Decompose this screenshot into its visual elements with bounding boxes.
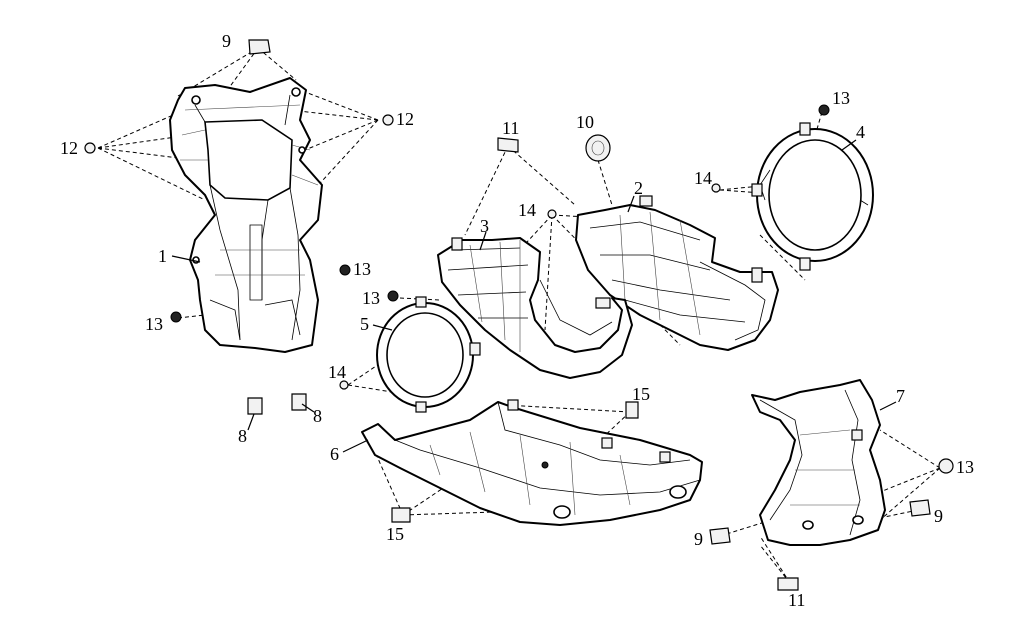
part-7-side-bracket [751,379,886,546]
callout-12-left: 12 [60,138,78,158]
callout-13-frame: 13 [353,259,371,279]
part-3-center-cover [437,237,633,379]
callout-13-right: 13 [956,457,974,477]
callout-labels: 1 2 3 4 5 6 7 8 8 9 9 9 10 11 11 12 12 1… [60,31,974,610]
callout-13-ring: 13 [362,288,380,308]
callout-15-left: 15 [386,524,404,544]
part-5-small-ring [376,296,481,413]
callout-11-top: 11 [502,118,519,138]
callout-8-right: 8 [313,406,322,426]
callout-13-left: 13 [145,314,163,334]
callout-3: 3 [480,216,489,236]
callout-9-top: 9 [222,31,231,51]
part-4-large-ring [751,122,874,271]
callout-15-right: 15 [632,384,650,404]
callout-2: 2 [634,178,643,198]
callout-1: 1 [158,246,167,266]
hardware-parts [84,39,954,591]
callout-7: 7 [896,386,905,406]
callout-5: 5 [360,314,369,334]
callout-6: 6 [330,444,339,464]
callout-4: 4 [856,122,865,142]
part-2-inner-cover [575,195,779,351]
part-6-lower-tray [361,399,703,526]
callout-14-right: 14 [694,168,712,188]
part-1-front-frame [169,77,323,353]
callout-12-right: 12 [396,109,414,129]
callout-11-bottom: 11 [788,590,805,610]
callout-14-center: 14 [518,200,536,220]
callout-10: 10 [576,112,594,132]
callout-8-left: 8 [238,426,247,446]
callout-pointers [171,139,897,453]
callout-13-top-right: 13 [832,88,850,108]
callout-9-lower: 9 [694,529,703,549]
callout-9-right: 9 [934,506,943,526]
callout-14-left: 14 [328,362,346,382]
